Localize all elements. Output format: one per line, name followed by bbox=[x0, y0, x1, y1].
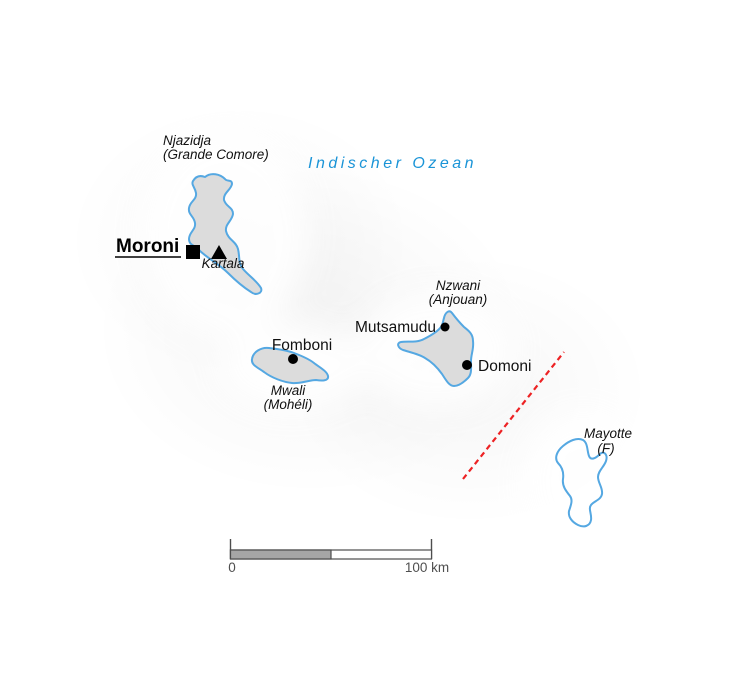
island-glow bbox=[523, 412, 643, 552]
island-label-nzwani: Nzwani bbox=[436, 278, 481, 293]
island-label-mayotte-alt: (F) bbox=[597, 441, 614, 456]
maritime-boundary-dashed-line bbox=[462, 351, 565, 480]
island-glow-group bbox=[140, 130, 643, 552]
island-label-nzwani-alt: (Anjouan) bbox=[429, 292, 488, 307]
island-label-mwali: Mwali bbox=[271, 383, 307, 398]
city-label-fomboni: Fomboni bbox=[272, 337, 332, 354]
city-dot-fomboni bbox=[288, 354, 298, 364]
island-label-njazidja-alt: (Grande Comore) bbox=[163, 147, 269, 162]
island-label-mayotte: Mayotte bbox=[584, 426, 632, 441]
ocean-label: Indischer Ozean bbox=[308, 155, 477, 172]
city-label-domoni: Domoni bbox=[478, 358, 531, 375]
scale-bar: 0 100 km bbox=[228, 539, 449, 575]
island-shape-anjouan bbox=[397, 310, 475, 387]
island-shape-moheli bbox=[250, 346, 330, 385]
island-shape-mayotte bbox=[555, 437, 608, 528]
city-dot-mutsamudu bbox=[440, 322, 450, 332]
city-label-mutsamudu: Mutsamudu bbox=[355, 319, 436, 336]
volcano-triangle-icon-kartala bbox=[211, 245, 227, 259]
city-dot-domoni bbox=[462, 360, 472, 370]
capital-label-moroni: Moroni bbox=[116, 236, 179, 257]
scale-bar-filled-segment bbox=[229, 549, 332, 560]
island-label-mwali-alt: (Mohéli) bbox=[264, 397, 313, 412]
scale-label-zero: 0 bbox=[228, 560, 236, 575]
island-label-njazidja: Njazidja bbox=[163, 133, 212, 148]
capital-square-marker-moroni bbox=[186, 245, 200, 259]
volcano-label-kartala: Kartala bbox=[202, 256, 245, 271]
scale-label-100km: 100 km bbox=[405, 560, 449, 575]
island-shape-grande-comore bbox=[187, 173, 263, 295]
